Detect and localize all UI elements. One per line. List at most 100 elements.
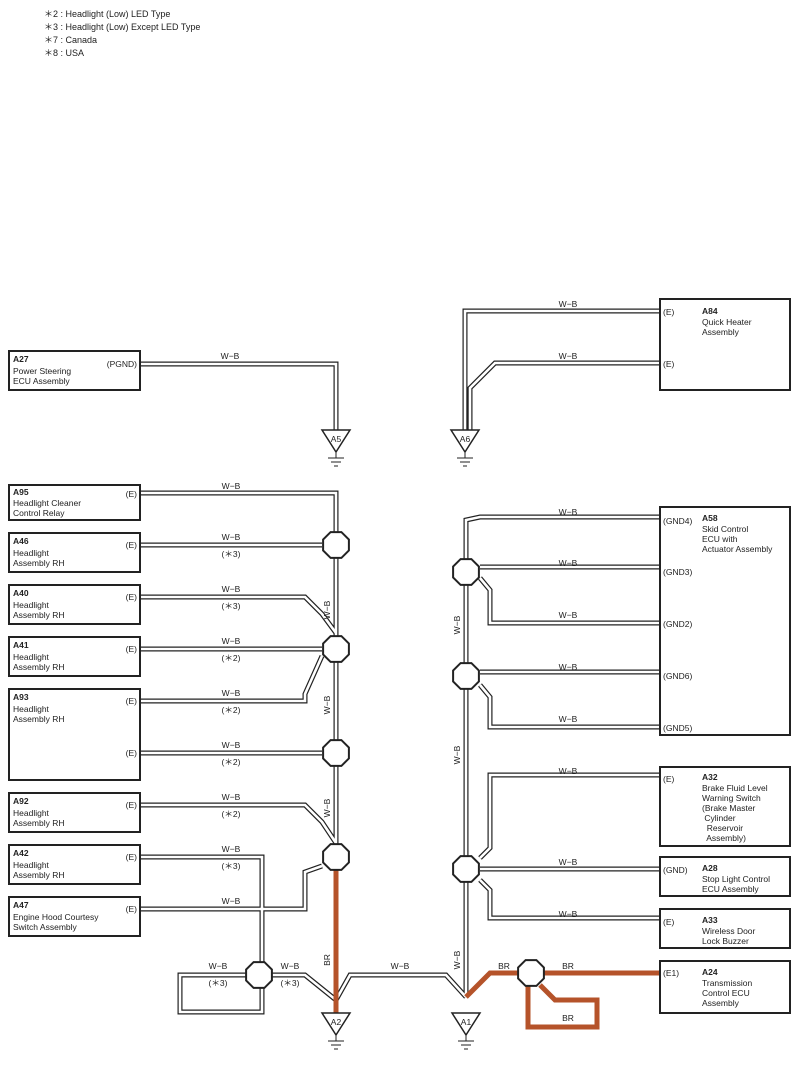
component-desc: Reservoir [702, 823, 743, 833]
component-id: A40 [13, 588, 29, 598]
legend-item: ＊2 : Headlight (Low) LED Type [44, 9, 171, 19]
note-label: (＊3) [222, 861, 241, 871]
component-desc: Assembly RH [13, 662, 64, 672]
wire-label: W−B [222, 584, 241, 594]
junction [322, 531, 350, 559]
wire-wb-inner [140, 803, 338, 844]
wire-label: W−B [222, 740, 241, 750]
wire-label: W−B [452, 615, 462, 634]
wire-label: W−B [559, 662, 578, 672]
component-desc: Headlight [13, 548, 50, 558]
component-A84: A84 Quick Heater Assembly (E) (E) [659, 298, 791, 391]
component-desc: Transmission [702, 978, 752, 988]
pin-label: (E) [126, 904, 138, 914]
junction [245, 961, 273, 989]
wire-label: W−B [559, 714, 578, 724]
note-label: (＊2) [222, 809, 241, 819]
component-A24: A24 Transmission Control ECU Assembly (E… [659, 960, 791, 1014]
wire-label: W−B [322, 798, 332, 817]
ground-A5: A5 [320, 429, 352, 467]
component-id: A33 [702, 915, 718, 925]
wire-label: W−B [221, 351, 240, 361]
component-A92: A92 Headlight Assembly RH (E) [8, 792, 141, 833]
component-id: A28 [702, 863, 718, 873]
wire-label: W−B [559, 558, 578, 568]
component-desc: Power Steering [13, 366, 71, 376]
component-desc: Headlight [13, 652, 50, 662]
wire-label: BR [498, 961, 510, 971]
wire-label: W−B [559, 857, 578, 867]
ground-A1: A1 [450, 1012, 482, 1050]
component-desc: Brake Fluid Level [702, 783, 768, 793]
wire-wb-inner [479, 684, 660, 729]
component-desc: Stop Light Control [702, 874, 770, 884]
component-desc: ECU Assembly [702, 884, 759, 894]
component-desc: Warning Switch [702, 793, 761, 803]
component-desc: Control Relay [13, 508, 65, 518]
pin-label: (GND) [663, 865, 688, 875]
note-label: (＊2) [222, 705, 241, 715]
junction [322, 843, 350, 871]
wire-label: W−B [209, 961, 228, 971]
component-desc: Assembly RH [13, 558, 64, 568]
component-A28: A28 Stop Light Control ECU Assembly (GND… [659, 856, 791, 897]
pin-label: (GND5) [663, 723, 692, 733]
junction [517, 959, 545, 987]
wire-wb-inner [463, 309, 660, 430]
wire-label: W−B [559, 610, 578, 620]
pin-label: (E) [126, 489, 138, 499]
component-desc: Lock Buzzer [702, 936, 749, 946]
component-desc: Control ECU [702, 988, 750, 998]
pin-label: (E) [663, 359, 675, 369]
wire-label: W−B [452, 950, 462, 969]
pin-label: (E) [126, 644, 138, 654]
wire-wb-inner [479, 577, 660, 625]
component-id: A46 [13, 536, 29, 546]
component-desc: ECU with [702, 534, 738, 544]
component-id: A42 [13, 848, 29, 858]
component-A42: A42 Headlight Assembly RH (E) [8, 844, 141, 885]
pin-label: (GND2) [663, 619, 692, 629]
wire-wb [140, 361, 339, 430]
wire-wb-inner [140, 491, 338, 1013]
wire-label: BR [562, 1013, 574, 1023]
note-label: (＊3) [222, 601, 241, 611]
wire-wb-inner [272, 973, 337, 1002]
wire-wb [467, 360, 660, 430]
br-wires [333, 859, 660, 1030]
pin-label: (E) [126, 696, 138, 706]
component-A33: A33 Wireless Door Lock Buzzer (E) [659, 908, 791, 949]
wire-wb [478, 772, 660, 860]
wire-label: W−B [559, 766, 578, 776]
wire-wb-inner [140, 864, 323, 911]
component-id: A47 [13, 900, 29, 910]
component-desc: Assembly RH [13, 714, 64, 724]
component-desc: Engine Hood Courtesy [13, 912, 99, 922]
note-label: (＊3) [222, 549, 241, 559]
pin-label: (GND4) [663, 516, 692, 526]
wire-label: W−B [391, 961, 410, 971]
legend-item: ＊7 : Canada [44, 35, 98, 45]
wire-wb-inner [140, 855, 264, 963]
component-A46: A46 Headlight Assembly RH (E) [8, 532, 141, 573]
pin-label: (E) [126, 852, 138, 862]
component-id: A92 [13, 796, 29, 806]
junction [452, 662, 480, 690]
wire-label: W−B [222, 896, 241, 906]
component-id: A58 [702, 513, 718, 523]
junction [322, 739, 350, 767]
component-desc: Headlight [13, 808, 50, 818]
component-desc: Assembly [702, 998, 740, 1008]
pin-label: (E) [663, 774, 675, 784]
component-desc: Actuator Assembly [702, 544, 773, 554]
component-desc: Assembly) [702, 833, 746, 843]
component-A32: A32 Brake Fluid Level Warning Switch (Br… [659, 766, 791, 847]
component-A40: A40 Headlight Assembly RH (E) [8, 584, 141, 625]
wire-wb [462, 308, 660, 430]
wire-wb [333, 972, 468, 1002]
component-desc: Assembly RH [13, 870, 64, 880]
legend: ＊2 : Headlight (Low) LED Type ＊3 : Headl… [44, 8, 200, 60]
legend-item: ＊8 : USA [44, 48, 85, 58]
wire-label: W−B [222, 688, 241, 698]
pin-label: (E) [126, 748, 138, 758]
